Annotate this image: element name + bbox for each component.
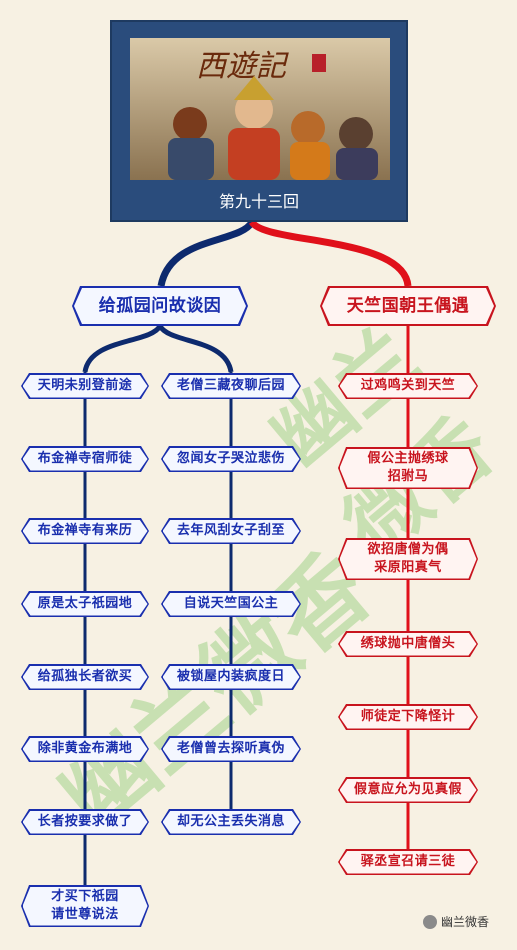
poster-calligraphy: 西遊記: [196, 49, 289, 84]
col-r-node-5-label: 师徒定下降怪计: [340, 706, 477, 729]
col-a-node-3-label: 布金禅寺有来历: [23, 520, 148, 543]
episode-poster: 西遊記 第九十三回: [110, 20, 408, 222]
col-a-node-6-label: 除非黄金布满地: [23, 738, 148, 761]
col-r-node-4-label: 绣球抛中唐僧头: [340, 633, 477, 656]
subtopic-india-court: 天竺国朝王偶遇: [320, 286, 496, 326]
col-r-node-5: 师徒定下降怪计: [338, 704, 478, 730]
col-a-node-6: 除非黄金布满地: [21, 736, 149, 762]
col-b-node-6-label: 老僧曾去探听真伪: [163, 738, 300, 761]
poster-image: 西遊記: [130, 38, 390, 180]
col-b-node-7-label: 却无公主丢失消息: [163, 811, 300, 834]
col-r-node-6: 假意应允为见真假: [338, 777, 478, 803]
col-b-node-3-label: 去年风刮女子刮至: [163, 520, 300, 543]
col-a-node-8-label: 才买下祇园 请世尊说法: [23, 887, 148, 926]
col-b-node-2-label: 忽闻女子哭泣悲伤: [163, 448, 300, 471]
col-r-node-2: 假公主抛绣球 招驸马: [338, 447, 478, 489]
col-b-node-6: 老僧曾去探听真伪: [161, 736, 301, 762]
link-root-left: [157, 219, 256, 287]
link-left-a: [82, 324, 163, 373]
col-a-node-3: 布金禅寺有来历: [21, 518, 149, 544]
col-b-node-4-label: 自说天竺国公主: [163, 593, 300, 616]
col-a-node-2: 布金禅寺宿师徒: [21, 446, 149, 472]
col-a-node-1: 天明未别登前途: [21, 373, 149, 399]
col-b-node-7: 却无公主丢失消息: [161, 809, 301, 835]
episode-title: 第九十三回: [218, 192, 299, 211]
col-b-node-3: 去年风刮女子刮至: [161, 518, 301, 544]
link-root-right: [248, 219, 412, 287]
col-a-node-8: 才买下祇园 请世尊说法: [21, 885, 149, 927]
col-a-node-4-label: 原是太子祇园地: [23, 593, 148, 616]
subtopic-india-court-label: 天竺国朝王偶遇: [322, 288, 494, 324]
col-b-node-5: 被锁屋内装疯度日: [161, 664, 301, 690]
col-b-node-1: 老僧三藏夜聊后园: [161, 373, 301, 399]
col-r-node-4: 绣球抛中唐僧头: [338, 631, 478, 657]
subtopic-garden-story: 给孤园问故谈因: [72, 286, 248, 326]
col-r-node-1: 过鸡鸣关到天竺: [338, 373, 478, 399]
col-a-node-7: 长者按要求做了: [21, 809, 149, 835]
subtopic-garden-story-label: 给孤园问故谈因: [74, 288, 246, 324]
col-b-node-2: 忽闻女子哭泣悲伤: [161, 446, 301, 472]
col-a-node-1-label: 天明未别登前途: [23, 375, 148, 398]
wechat-icon: [423, 914, 437, 929]
footer-brand: 幽兰微香: [423, 913, 489, 930]
col-r-node-7-label: 驿丞宣召请三徒: [340, 851, 477, 874]
col-b-node-1-label: 老僧三藏夜聊后园: [163, 375, 300, 398]
col-r-node-7: 驿丞宣召请三徒: [338, 849, 478, 875]
col-r-node-2-label: 假公主抛绣球 招驸马: [340, 449, 477, 488]
col-b-node-5-label: 被锁屋内装疯度日: [163, 666, 300, 689]
col-b-node-4: 自说天竺国公主: [161, 591, 301, 617]
col-r-node-3-label: 欲招唐僧为偶 采原阳真气: [340, 540, 477, 579]
col-a-node-5-label: 给孤独长者欲买: [23, 666, 148, 689]
col-r-node-6-label: 假意应允为见真假: [340, 779, 477, 802]
col-a-node-2-label: 布金禅寺宿师徒: [23, 448, 148, 471]
col-r-node-3: 欲招唐僧为偶 采原阳真气: [338, 538, 478, 580]
link-left-b: [157, 324, 234, 373]
col-a-node-7-label: 长者按要求做了: [23, 811, 148, 834]
col-a-node-4: 原是太子祇园地: [21, 591, 149, 617]
footer-brand-label: 幽兰微香: [441, 915, 490, 929]
col-a-node-5: 给孤独长者欲买: [21, 664, 149, 690]
col-r-node-1-label: 过鸡鸣关到天竺: [340, 375, 477, 398]
poster-figures: [168, 76, 378, 180]
